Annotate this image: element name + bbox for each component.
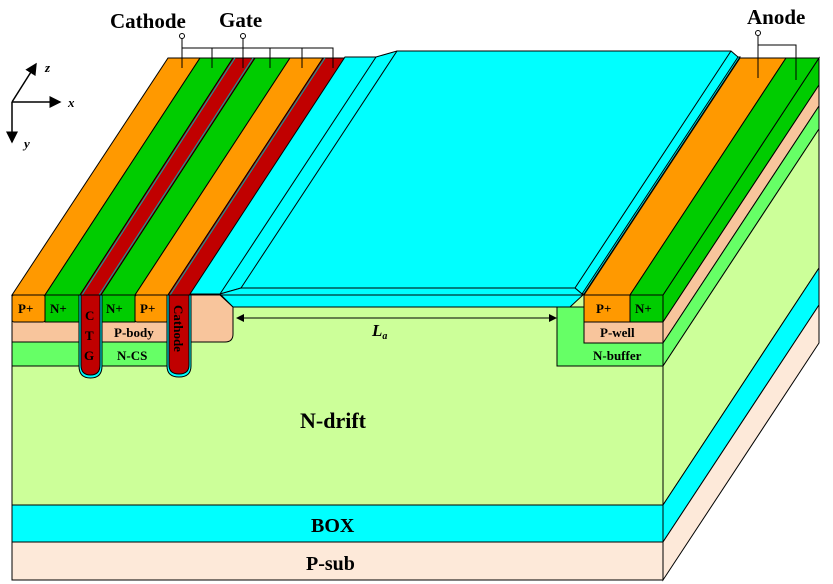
x-axis-label: x bbox=[67, 95, 75, 110]
label-p-plus-mid: P+ bbox=[140, 301, 155, 316]
la-dimension: La bbox=[236, 314, 557, 342]
z-axis-arrow-icon bbox=[11, 62, 37, 103]
label-ctg-g: G bbox=[84, 348, 94, 363]
oxide-edge bbox=[581, 56, 739, 295]
cathode-bus bbox=[181, 47, 334, 68]
oxide-edge bbox=[240, 50, 398, 289]
gate-label: Gate bbox=[219, 8, 262, 32]
gate-terminal-icon bbox=[240, 33, 246, 39]
oxide-edge bbox=[219, 56, 377, 295]
y-axis-label: y bbox=[22, 136, 30, 151]
cathode-poly bbox=[168, 294, 190, 375]
label-p-plus-left: P+ bbox=[18, 301, 33, 316]
ctg-poly bbox=[80, 294, 101, 376]
label-p-well: P-well bbox=[600, 325, 635, 340]
terminal-wiring: Cathode Gate Anode bbox=[110, 5, 805, 80]
front-oxide bbox=[190, 287, 586, 308]
cathode-terminal-icon bbox=[179, 33, 185, 39]
anode-terminal-icon bbox=[755, 30, 761, 36]
front-n-plus-anode bbox=[629, 294, 664, 323]
label-n-drift: N-drift bbox=[300, 408, 367, 433]
label-n-buffer: N-buffer bbox=[593, 348, 642, 363]
front-n-plus-left bbox=[44, 294, 81, 323]
label-ctg-t: T bbox=[85, 328, 94, 343]
label-n-plus-mid: N+ bbox=[106, 301, 123, 316]
label-n-cs: N-CS bbox=[117, 348, 147, 363]
label-ctg-c: C bbox=[85, 308, 94, 323]
z-axis-label: z bbox=[44, 60, 51, 75]
top-surface bbox=[11, 50, 820, 296]
label-p-plus-anode: P+ bbox=[596, 301, 611, 316]
region-labels: P+ N+ C T G N+ P+ Cathode P-body N-CS N-… bbox=[18, 301, 652, 575]
coordinate-axes: z x y bbox=[6, 60, 75, 151]
trench-liner bbox=[81, 57, 236, 296]
label-n-plus-anode: N+ bbox=[635, 301, 652, 316]
label-box: BOX bbox=[311, 515, 355, 537]
front-face bbox=[11, 287, 664, 581]
label-p-sub: P-sub bbox=[306, 553, 355, 575]
right-side-face bbox=[662, 56, 820, 582]
anode-bus bbox=[757, 44, 797, 80]
la-label: La bbox=[371, 321, 387, 342]
cathode-label: Cathode bbox=[110, 9, 186, 33]
label-n-plus-left: N+ bbox=[50, 301, 67, 316]
trench-liner bbox=[169, 57, 326, 296]
label-cathode-trench: Cathode bbox=[171, 305, 186, 352]
label-p-body: P-body bbox=[114, 325, 154, 340]
front-outline bbox=[11, 294, 664, 581]
oxide-edge bbox=[574, 50, 732, 289]
anode-label: Anode bbox=[747, 5, 805, 29]
trench-liner bbox=[98, 57, 254, 296]
